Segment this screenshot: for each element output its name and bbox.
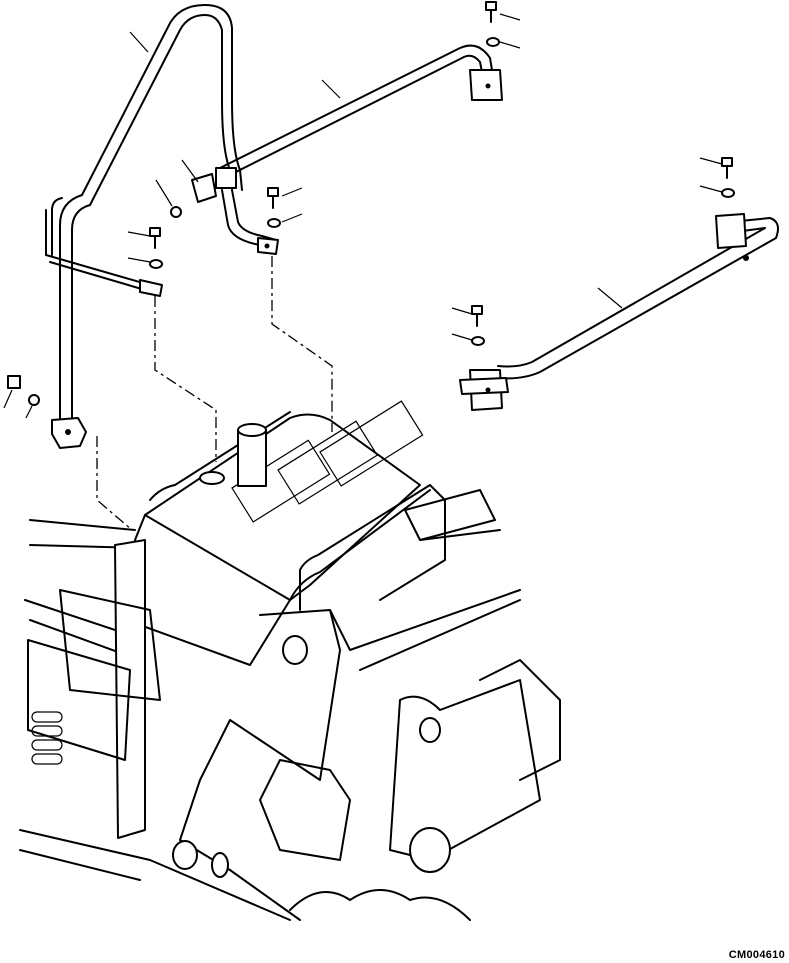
handrail-right	[459, 213, 779, 411]
handrail-long	[215, 44, 503, 189]
handrail-left	[45, 4, 279, 449]
hardware-bolts	[7, 1, 735, 406]
drawing-code: CM004610	[728, 949, 785, 961]
assembly-lines	[96, 256, 333, 531]
leader-lines	[3, 13, 723, 419]
vent-slots	[31, 711, 63, 765]
machine-body	[19, 400, 561, 921]
